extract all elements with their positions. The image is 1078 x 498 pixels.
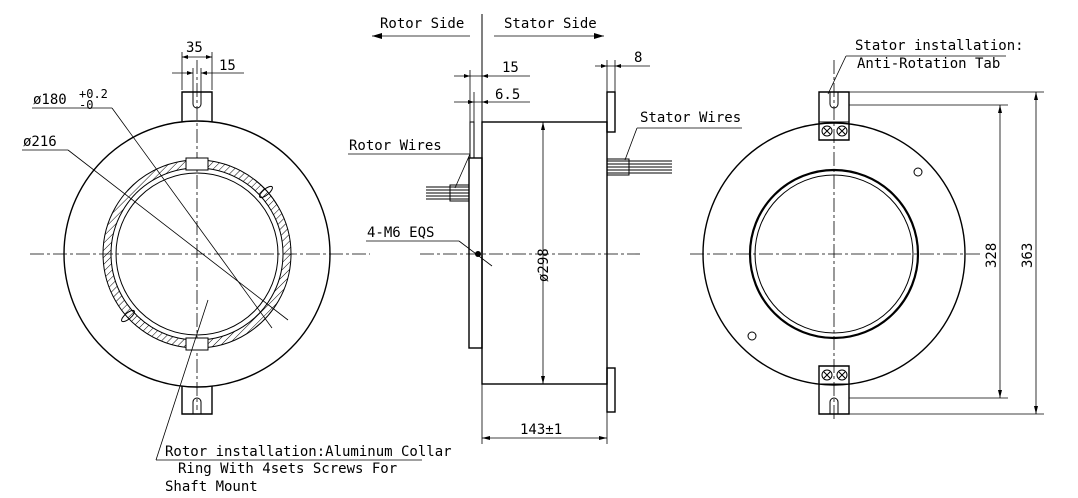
outer-circle xyxy=(63,120,331,388)
rotor-wires-label: Rotor Wires xyxy=(349,138,442,154)
stator-hole xyxy=(747,331,757,341)
stator-wires xyxy=(606,158,672,176)
collar-slot xyxy=(185,337,209,351)
dim-328: 328 xyxy=(984,243,1000,268)
top-tab-slot xyxy=(192,92,202,109)
screw-label: 4-M6 EQS xyxy=(367,225,434,241)
dim-15-mid: 15 xyxy=(502,60,519,76)
stator-install-line2: Anti-Rotation Tab xyxy=(857,56,1000,72)
top-tab xyxy=(181,91,213,122)
stator-wires-label: Stator Wires xyxy=(640,110,741,126)
stator-side-label: Stator Side xyxy=(504,16,597,32)
collar-screw-slot xyxy=(121,309,135,323)
dim-phi180-tol-upper: +0.2 xyxy=(79,87,108,101)
stator-tab-top xyxy=(606,91,616,133)
dim-phi180-tol-lower: -0 xyxy=(79,98,93,112)
left-view: 35 15 ø180 +0.2 -0 ø216 Rotor installati… xyxy=(22,40,452,495)
bottom-tab-slot xyxy=(192,397,202,414)
stator-bore-inner xyxy=(754,174,914,334)
collar-slot xyxy=(185,157,209,171)
tab-screw-icon xyxy=(836,125,848,137)
right-view: Stator installation: Anti-Rotation Tab 3… xyxy=(690,38,1044,420)
stator-hole xyxy=(913,167,923,177)
dim-363: 363 xyxy=(1020,243,1036,268)
screw-marker xyxy=(475,251,481,257)
stator-tab-bottom xyxy=(606,367,616,413)
dim-6-5: 6.5 xyxy=(495,87,520,103)
rotor-install-line2: Ring With 4sets Screws For xyxy=(178,461,397,477)
rotor-install-line3: Shaft Mount xyxy=(165,479,258,495)
rotor-side-label: Rotor Side xyxy=(380,16,464,32)
stator-side-arrow xyxy=(594,33,604,39)
dim-143: 143±1 xyxy=(520,422,562,438)
dim-35: 35 xyxy=(186,40,203,56)
stator-bore-outer xyxy=(748,168,920,340)
tab-screw-icon xyxy=(836,369,848,381)
dim-phi180: ø180 xyxy=(33,92,67,108)
rotor-side-arrow xyxy=(372,33,382,39)
rotor-tab xyxy=(469,121,475,159)
main-body xyxy=(481,121,608,385)
stator-install-line1: Stator installation: xyxy=(855,38,1024,54)
stator-outer-circle xyxy=(702,122,966,386)
rotor-install-line1: Rotor installation:Aluminum Collar xyxy=(165,444,452,460)
dim-8: 8 xyxy=(634,50,642,66)
tab-screw-icon xyxy=(821,369,833,381)
rotor-wires xyxy=(426,184,470,202)
middle-view: Rotor Side Stator Side Rotor Wires xyxy=(348,14,742,444)
tab-screw-icon xyxy=(821,125,833,137)
dim-phi298: ø298 xyxy=(536,248,552,282)
collar-screw-slot xyxy=(259,185,273,199)
bottom-tab xyxy=(181,386,213,415)
dim-15-left: 15 xyxy=(219,58,236,74)
dim-phi216: ø216 xyxy=(23,134,57,150)
